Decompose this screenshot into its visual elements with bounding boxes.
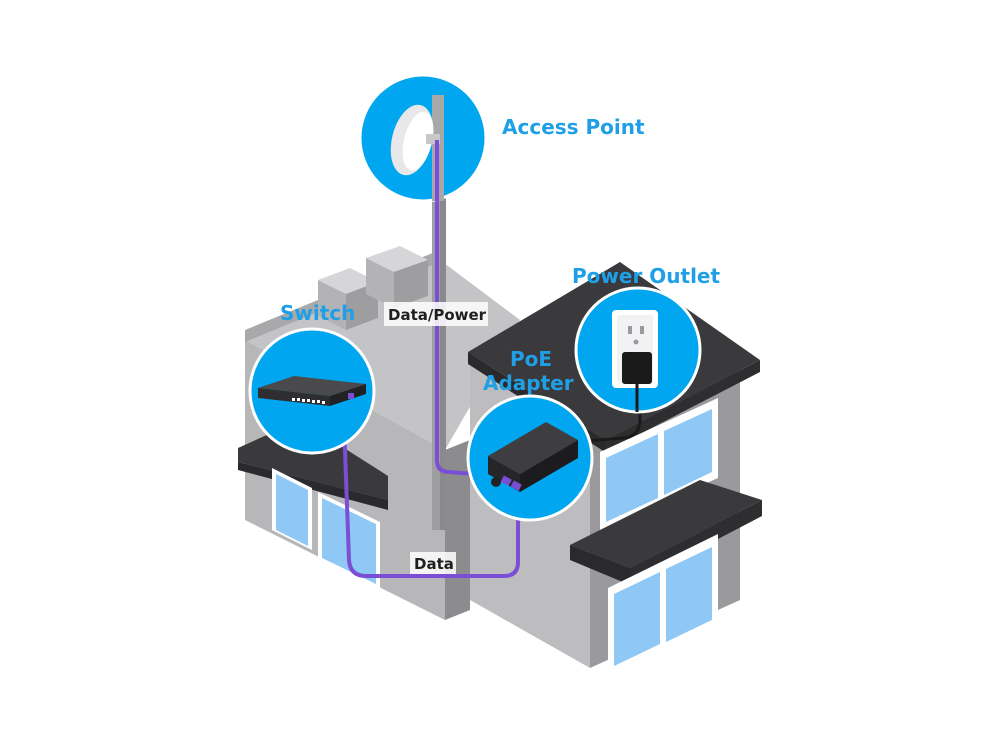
power-outlet-label: Power Outlet [572,264,720,288]
network-switch-icon [258,376,366,406]
switch-label: Switch [280,301,355,325]
access-point-label: Access Point [502,115,645,139]
poe-adapter-icon [488,422,578,492]
cables [341,140,642,578]
power-plug-icon [622,352,652,384]
data-power-label: Data/Power [388,306,487,324]
poe-label-line2: Adapter [483,371,574,395]
power-outlet-callout [574,286,702,414]
data-cable [341,394,520,578]
access-point-callout [358,73,488,203]
poe-label-line1: PoE [510,347,552,371]
rooftop-units [318,246,428,330]
data-power-cable [435,140,501,478]
data-label: Data [414,555,454,573]
poe-adapter-callout [466,394,594,522]
switch-callout [248,327,376,455]
power-cable [571,380,642,444]
